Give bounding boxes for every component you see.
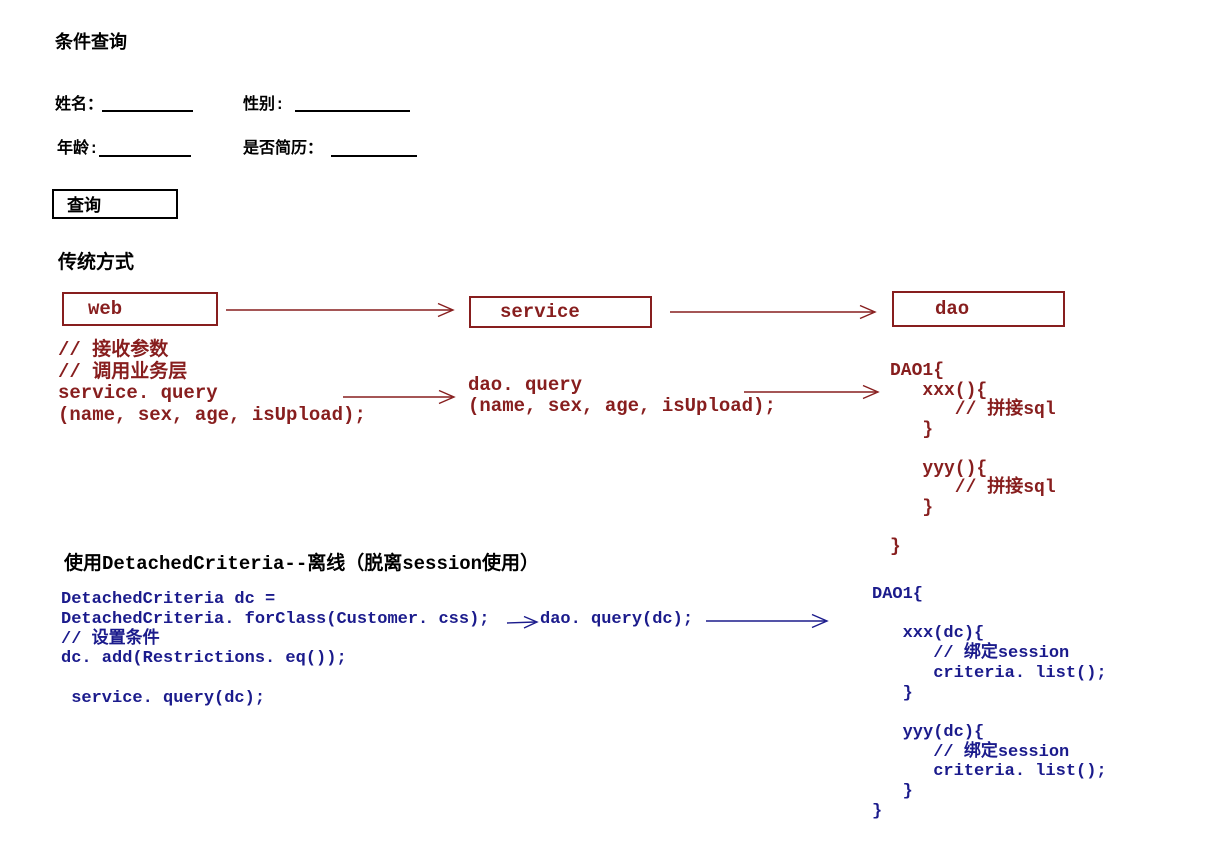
- traditional-service-code: dao. query (name, sex, age, isUpload);: [468, 374, 776, 417]
- resume-input-underline[interactable]: [331, 155, 417, 157]
- detached-service-code: dao. query(dc);: [540, 610, 694, 629]
- arrow-detached-client-to-service: [506, 615, 539, 629]
- resume-label: 是否简历：: [243, 140, 324, 158]
- web-box-label: web: [88, 298, 123, 320]
- query-button-label: 查询: [67, 198, 101, 217]
- gender-label: 性别:: [243, 96, 285, 114]
- arrow-detached-service-to-dao: [706, 613, 829, 629]
- detached-client-code: DetachedCriteria dc = DetachedCriteria. …: [61, 590, 490, 708]
- service-box-label: service: [500, 301, 580, 323]
- gender-input-underline[interactable]: [295, 110, 410, 112]
- age-label: 年龄:: [57, 140, 99, 158]
- traditional-heading: 传统方式: [58, 252, 135, 274]
- age-input-underline[interactable]: [99, 155, 191, 157]
- name-label: 姓名：: [55, 96, 104, 114]
- web-box: web: [62, 292, 218, 326]
- detached-dao-code: DAO1{ xxx(dc){ // 绑定session criteria. li…: [872, 585, 1107, 821]
- service-box: service: [469, 296, 652, 328]
- arrow-service-to-dao: [670, 304, 877, 320]
- query-button[interactable]: 查询: [52, 189, 178, 219]
- dao-box: dao: [892, 291, 1065, 327]
- traditional-web-code: // 接收参数 // 调用业务层 service. query (name, s…: [58, 339, 366, 426]
- arrow-web-to-service: [226, 302, 455, 318]
- detached-heading: 使用DetachedCriteria--离线（脱离session使用）: [64, 553, 540, 575]
- traditional-dao-code: DAO1{ xxx(){ // 拼接sql } yyy(){ // 拼接sql …: [890, 361, 1056, 557]
- dao-box-label: dao: [935, 298, 970, 320]
- name-input-underline[interactable]: [102, 110, 193, 112]
- page-title: 条件查询: [55, 34, 127, 54]
